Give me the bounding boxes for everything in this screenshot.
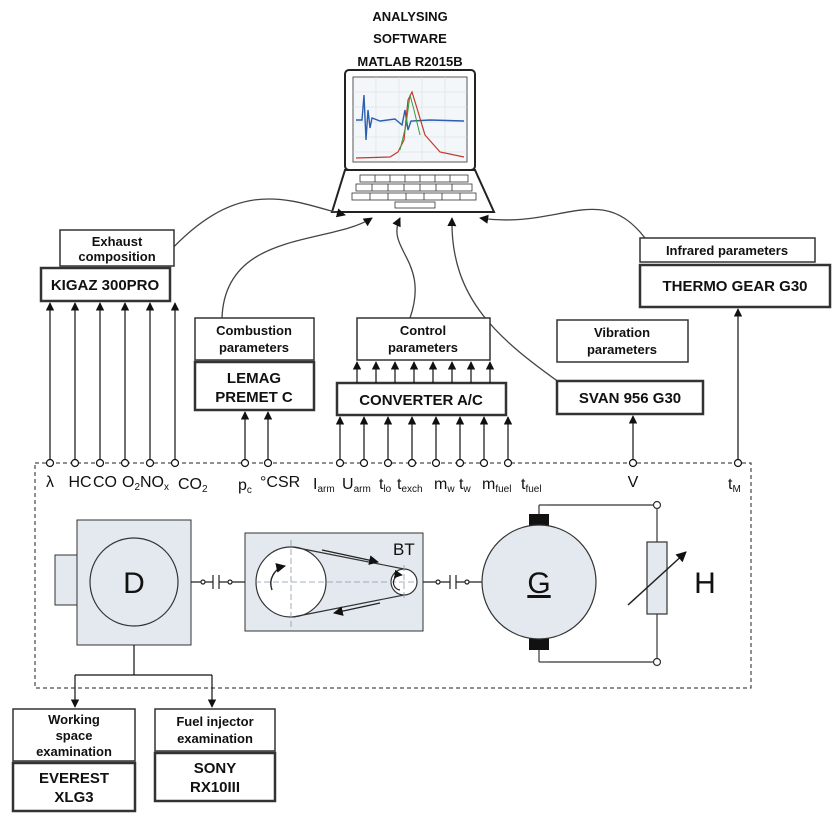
label-hc: HC bbox=[68, 474, 91, 491]
software-title-line3: MATLAB R2015B bbox=[357, 54, 462, 69]
coupling-left bbox=[191, 575, 245, 589]
thermo-gear-device: THERMO GEAR G30 bbox=[662, 278, 807, 295]
software-title-line1: ANALYSING bbox=[372, 9, 447, 24]
label-co: CO bbox=[93, 474, 117, 491]
fuel-injector-title-2: examination bbox=[177, 731, 253, 746]
fuel-injector-box: Fuel injector examination SONY RX10III bbox=[153, 708, 277, 803]
measurement-points bbox=[45, 458, 743, 468]
coupling-right bbox=[423, 575, 483, 589]
signal-labels: λ HC CO O2 NOx CO2 pc °CSR Iarm Uarm tlo… bbox=[46, 474, 741, 496]
combustion-parameters-box: Combustion parameters LEMAG PREMET C bbox=[193, 317, 316, 412]
label-csr: °CSR bbox=[260, 474, 300, 491]
label-o2: O2 bbox=[122, 474, 140, 493]
generator: G bbox=[481, 514, 597, 650]
software-title-line2: SOFTWARE bbox=[373, 31, 447, 46]
engine-examination-links bbox=[70, 645, 217, 708]
label-mfuel: mfuel bbox=[482, 476, 511, 495]
lemag-device-2: PREMET C bbox=[215, 389, 293, 406]
vibration-title-1: Vibration bbox=[594, 325, 650, 340]
everest-device-1: EVEREST bbox=[39, 770, 109, 787]
exhaust-composition-box: Exhaust composition KIGAZ 300PRO bbox=[39, 229, 175, 303]
generator-label: G bbox=[527, 567, 550, 600]
combustion-title-1: Combustion bbox=[216, 323, 292, 338]
system-boundary bbox=[34, 462, 752, 689]
vibration-title-2: parameters bbox=[587, 342, 657, 357]
belt-label: BT bbox=[393, 540, 415, 559]
label-tm: tM bbox=[728, 476, 741, 495]
kigaz-device: KIGAZ 300PRO bbox=[51, 277, 160, 294]
label-co2: CO2 bbox=[178, 476, 208, 495]
label-nox: NOx bbox=[140, 474, 169, 493]
working-title-1: Working bbox=[48, 712, 100, 727]
working-title-3: examination bbox=[36, 744, 112, 759]
label-mw: mw bbox=[434, 476, 455, 495]
label-tw: tw bbox=[459, 476, 471, 495]
label-texch: texch bbox=[397, 476, 423, 495]
converter-device: CONVERTER A/C bbox=[359, 392, 483, 409]
lemag-device-1: LEMAG bbox=[227, 370, 281, 387]
svan-device: SVAN 956 G30 bbox=[579, 390, 681, 407]
engine: D bbox=[54, 519, 192, 646]
signal-arrows bbox=[45, 302, 743, 462]
label-iarm: Iarm bbox=[313, 476, 335, 495]
heater-load: H bbox=[538, 500, 716, 667]
working-space-box: Working space examination EVEREST XLG3 bbox=[11, 708, 137, 813]
label-tlo: tlo bbox=[379, 476, 392, 495]
control-parameters-box: Control parameters CONVERTER A/C bbox=[335, 317, 508, 417]
everest-device-2: XLG3 bbox=[54, 789, 93, 806]
belt-transmission: BT bbox=[244, 532, 424, 632]
sony-device-2: RX10III bbox=[190, 779, 240, 796]
label-lambda: λ bbox=[46, 474, 54, 491]
vibration-parameters-box: Vibration parameters SVAN 956 G30 bbox=[555, 319, 705, 416]
label-v: V bbox=[628, 474, 639, 491]
exhaust-title-2: composition bbox=[78, 249, 155, 264]
infrared-title: Infrared parameters bbox=[666, 243, 788, 258]
label-uarm: Uarm bbox=[342, 476, 371, 495]
working-title-2: space bbox=[56, 728, 93, 743]
infrared-parameters-box: Infrared parameters THERMO GEAR G30 bbox=[638, 237, 832, 309]
combustion-title-2: parameters bbox=[219, 340, 289, 355]
fuel-injector-title-1: Fuel injector bbox=[176, 714, 253, 729]
engine-label: D bbox=[123, 567, 145, 600]
label-pc: pc bbox=[238, 477, 252, 496]
sony-device-1: SONY bbox=[194, 760, 237, 777]
laptop-icon bbox=[330, 69, 496, 213]
label-tfuel: tfuel bbox=[521, 476, 542, 495]
heater-label: H bbox=[694, 567, 716, 600]
exhaust-title-1: Exhaust bbox=[92, 234, 143, 249]
control-title-2: parameters bbox=[388, 340, 458, 355]
control-title-1: Control bbox=[400, 323, 446, 338]
data-links bbox=[167, 198, 646, 386]
